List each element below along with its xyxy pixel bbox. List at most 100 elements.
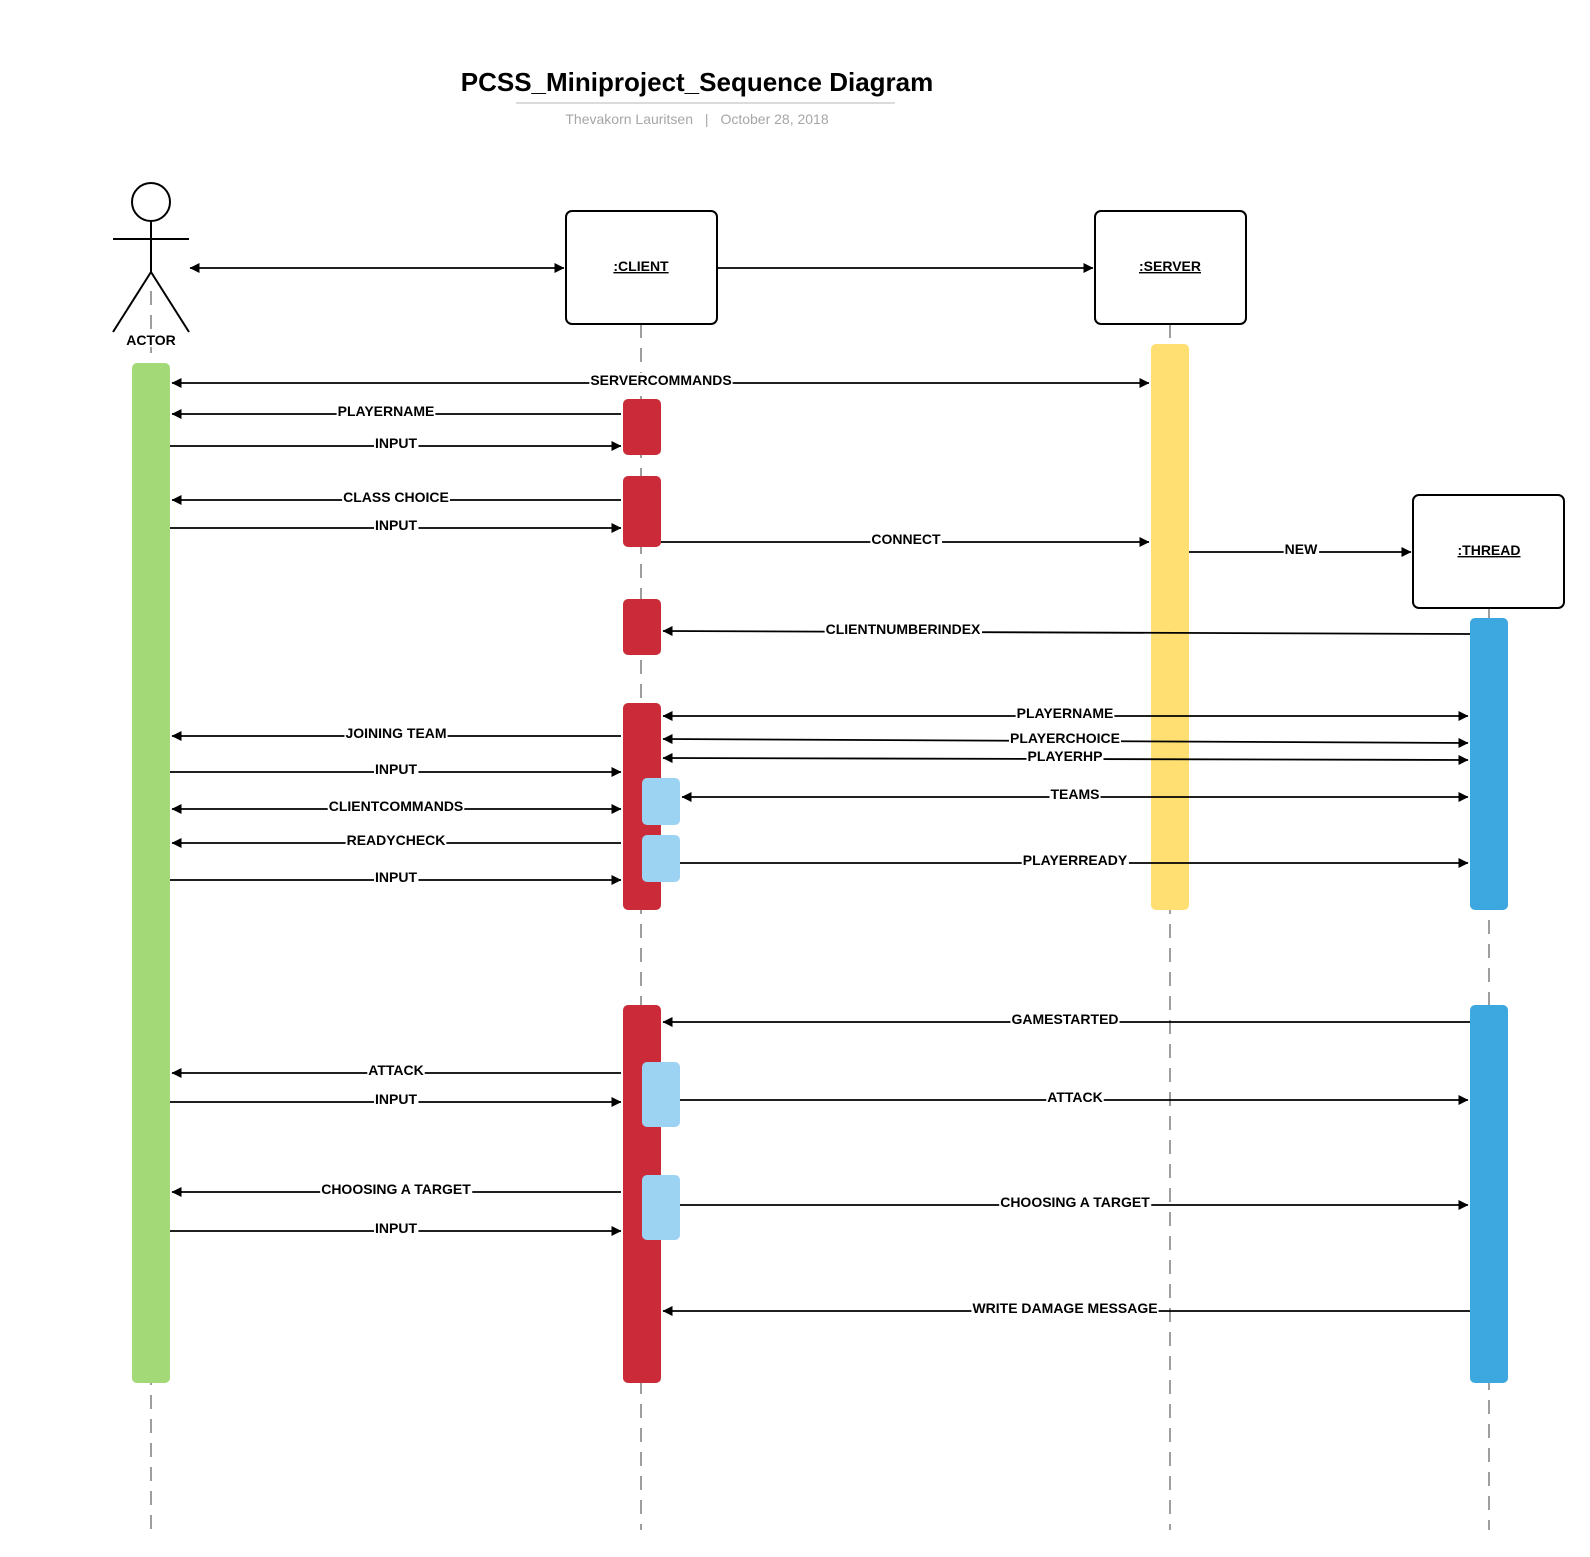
message-label-background	[367, 1063, 425, 1077]
message-write-damage-message: WRITE DAMAGE MESSAGE	[662, 1300, 1470, 1316]
message-playerchoice: PLAYERCHOICE	[662, 730, 1469, 748]
message-label-background	[125, 333, 177, 347]
message-playerhp: PLAYERHP	[662, 748, 1469, 765]
message-label-background	[1021, 853, 1129, 867]
server-activation-bar	[1151, 344, 1189, 910]
client-activation-clientnumberindex	[623, 599, 661, 655]
message-attack-to-actor: ATTACK	[171, 1062, 621, 1078]
message-label: PLAYERREADY	[1023, 852, 1128, 868]
message-label-background	[374, 870, 419, 884]
message-label-background	[327, 799, 465, 813]
client-nested-activation-target	[642, 1175, 680, 1240]
message-label: JOINING TEAM	[345, 725, 446, 741]
lifelines	[150, 291, 1490, 1530]
message-servercommands: SERVERCOMMANDS	[171, 372, 1150, 388]
message-attack-to-thread: ATTACK	[680, 1089, 1469, 1105]
message-label: CLASS CHOICE	[343, 489, 449, 505]
message-label-background	[1010, 1012, 1120, 1026]
message-clientnumberindex: CLIENTNUMBERINDEX	[662, 621, 1471, 637]
actor-figure[interactable]	[112, 182, 190, 333]
message-playername-to-actor: PLAYERNAME	[171, 403, 621, 419]
message-line	[662, 626, 1471, 637]
message-input-2: INPUT	[170, 517, 622, 533]
message-class-choice: CLASS CHOICE	[171, 489, 621, 505]
actor-activation-bar	[132, 363, 170, 1383]
message-label-background	[345, 833, 447, 847]
message-label: PLAYERCHOICE	[1010, 730, 1120, 746]
message-label: PLAYERHP	[1028, 748, 1103, 764]
message-input-3: INPUT	[170, 761, 622, 777]
message-label-background	[320, 1182, 473, 1196]
message-label-background	[1049, 787, 1101, 801]
thread-box[interactable]: :THREAD	[1412, 494, 1565, 609]
message-label-background	[342, 490, 450, 504]
message-connect: CONNECT	[661, 531, 1150, 547]
message-label: INPUT	[375, 435, 417, 451]
message-label: INPUT	[375, 869, 417, 885]
message-label: CHOOSING A TARGET	[321, 1181, 471, 1197]
client-nested-activation-teams	[642, 778, 680, 825]
diagram-date: October 28, 2018	[720, 111, 828, 127]
message-label: CHOOSING A TARGET	[1000, 1194, 1150, 1210]
message-label-background	[999, 1195, 1152, 1209]
diagram-title: PCSS_Miniproject_Sequence Diagram	[461, 67, 933, 97]
message-choosing-target-to-actor: CHOOSING A TARGET	[171, 1181, 621, 1197]
thread-activation-lobby	[1470, 618, 1508, 910]
client-nested-activation-attack	[642, 1062, 680, 1127]
thread-activation-game	[1470, 1005, 1508, 1383]
actor-head	[131, 182, 171, 222]
client-box[interactable]: :CLIENT	[565, 210, 718, 325]
message-playerready: PLAYERREADY	[680, 852, 1469, 868]
client-activation-playername	[623, 399, 661, 455]
message-label-background	[374, 762, 419, 776]
message-readycheck: READYCHECK	[171, 832, 621, 848]
message-label-background	[870, 532, 943, 546]
messages: SERVERCOMMANDS PLAYERNAME INPUT CLASS CH…	[170, 372, 1471, 1316]
thread-box-frame	[1412, 494, 1565, 609]
server-box-frame	[1094, 210, 1247, 325]
message-input-5: INPUT	[170, 1091, 622, 1107]
message-label-background	[1026, 749, 1104, 763]
message-choosing-target-to-thread: CHOOSING A TARGET	[680, 1194, 1469, 1210]
message-gamestarted: GAMESTARTED	[662, 1011, 1470, 1027]
message-input-1: INPUT	[170, 435, 622, 451]
message-new: NEW	[1189, 541, 1412, 557]
server-label: :SERVER	[1139, 258, 1201, 274]
message-label: INPUT	[375, 761, 417, 777]
message-label-background	[336, 404, 436, 418]
message-label-background	[1046, 1090, 1104, 1104]
client-label: :CLIENT	[613, 258, 669, 274]
message-label-background	[971, 1301, 1159, 1315]
message-label-background	[1015, 706, 1115, 720]
thread-label: :THREAD	[1458, 542, 1521, 558]
message-label: ATTACK	[368, 1062, 423, 1078]
author-name: Thevakorn Lauritsen	[565, 111, 693, 127]
message-clientcommands: CLIENTCOMMANDS	[171, 798, 622, 814]
actor-left-leg	[112, 271, 152, 333]
message-label: GAMESTARTED	[1011, 1011, 1118, 1027]
message-input-6: INPUT	[170, 1220, 622, 1236]
message-label: NEW	[1285, 541, 1318, 557]
actor-right-leg	[150, 271, 190, 333]
message-playername-to-thread: PLAYERNAME	[662, 705, 1469, 721]
message-label: INPUT	[375, 1091, 417, 1107]
message-label: WRITE DAMAGE MESSAGE	[972, 1300, 1157, 1316]
subtitle-separator: |	[705, 111, 709, 127]
message-input-4: INPUT	[170, 869, 622, 885]
activation-bars	[132, 344, 1508, 1383]
client-nested-activation-playerready	[642, 835, 680, 882]
message-label: READYCHECK	[347, 832, 446, 848]
message-label: INPUT	[375, 517, 417, 533]
message-label-background	[344, 726, 448, 740]
message-label-background	[1009, 731, 1121, 745]
message-label-background	[589, 373, 733, 387]
server-box[interactable]: :SERVER	[1094, 210, 1247, 325]
message-label-background	[374, 1092, 419, 1106]
message-label: SERVERCOMMANDS	[590, 372, 731, 388]
message-label: CLIENTNUMBERINDEX	[826, 621, 981, 637]
client-activation-class-choice	[623, 476, 661, 547]
message-label-background	[374, 518, 419, 532]
message-label-background	[1283, 542, 1320, 556]
diagram-subtitle: Thevakorn Lauritsen | October 28, 2018	[565, 111, 828, 127]
